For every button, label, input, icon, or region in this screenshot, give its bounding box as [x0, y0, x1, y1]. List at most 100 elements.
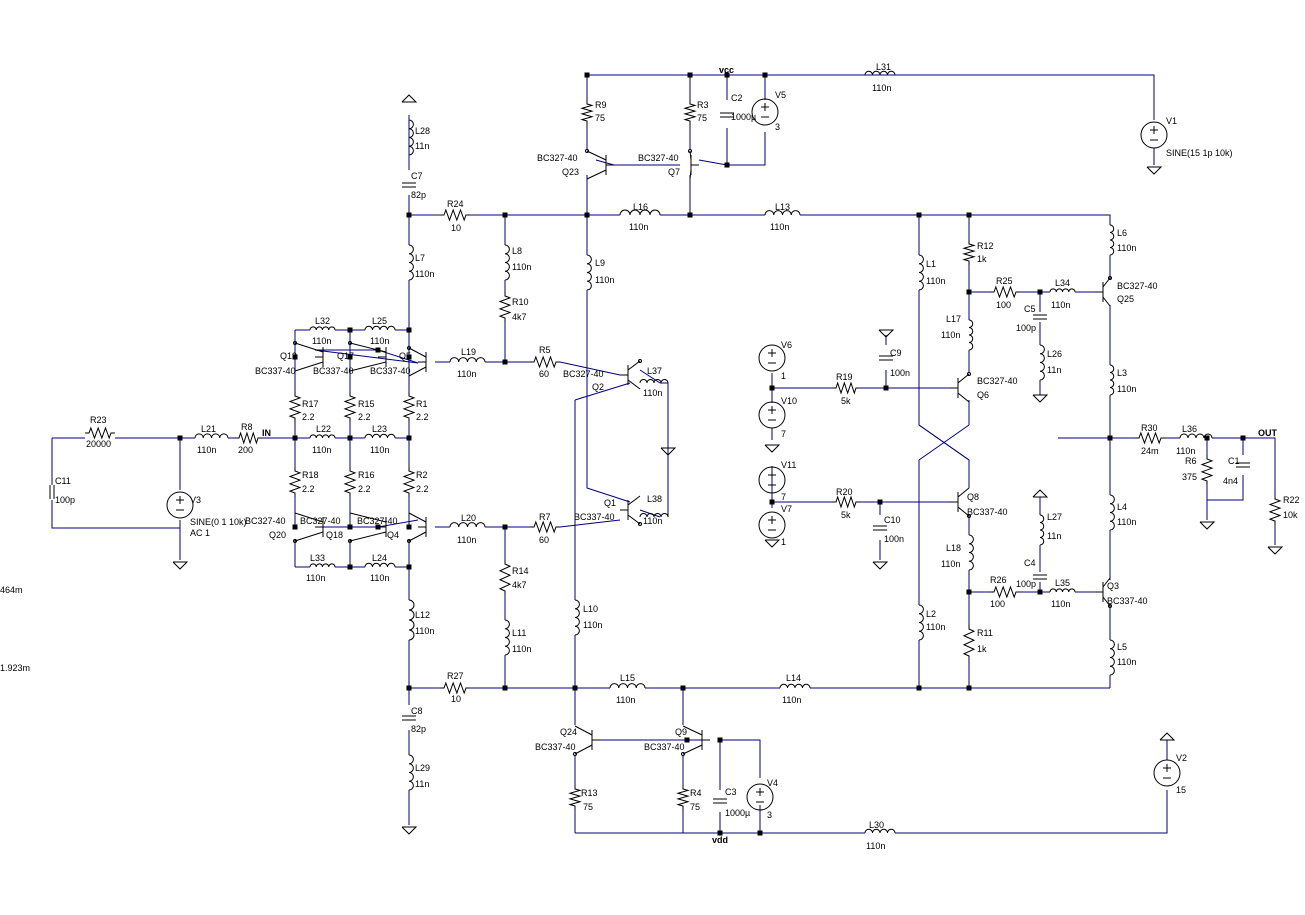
- label-L30-val: 110n: [866, 841, 885, 851]
- inductor-symbol: [1109, 364, 1115, 396]
- label-L23-ref: L23: [372, 424, 387, 434]
- label-R22-val: 10k: [1283, 510, 1298, 520]
- label-L15-val: 110n: [616, 695, 635, 705]
- label-L1-ref: L1: [926, 259, 936, 269]
- ground-symbol: [764, 539, 781, 548]
- label-vdd-net: vdd: [712, 835, 728, 845]
- label-Q23-type: BC327-40: [537, 153, 578, 163]
- label-L24-ref: L24: [372, 553, 387, 563]
- label-R10-val: 4k7: [512, 312, 527, 322]
- label-R24-ref: R24: [447, 199, 464, 209]
- label-L17-ref: L17: [946, 314, 961, 324]
- ground-symbol: [1032, 394, 1049, 403]
- inductor-symbol: [504, 619, 510, 656]
- label-L14-val: 110n: [782, 695, 801, 705]
- inductor-symbol: [1049, 288, 1076, 293]
- inductor-symbol: [918, 604, 924, 641]
- inductor-symbol: [864, 70, 896, 76]
- voltage-source-symbol: [758, 466, 786, 494]
- label-L30-ref: L30: [869, 820, 884, 830]
- wire: [1212, 437, 1276, 495]
- label-V5-ref: V5: [775, 90, 786, 100]
- label-L3-val: 110n: [1117, 384, 1136, 394]
- junction-dot: [406, 354, 412, 360]
- wire: [720, 739, 761, 778]
- label-Q3-type: BC337-40: [1107, 596, 1148, 606]
- label-L35-val: 110n: [1051, 599, 1070, 609]
- junction-dot: [347, 524, 353, 530]
- label-L26-ref: L26: [1047, 349, 1062, 359]
- rail-symbol: [401, 94, 418, 103]
- label-Q7-ref: Q7: [668, 167, 680, 177]
- resistor-symbol: [832, 381, 860, 395]
- junction-dot: [1037, 589, 1043, 595]
- resistor-symbol: [962, 240, 976, 265]
- label-L17-val: 110n: [941, 330, 960, 340]
- inductor-symbol: [918, 254, 924, 291]
- wire: [51, 500, 180, 529]
- inductor-symbol: [449, 357, 486, 363]
- junction-dot: [502, 685, 508, 691]
- label-L20-val: 110n: [457, 535, 476, 545]
- junction-dot: [584, 212, 590, 218]
- label-L31-ref: L31: [876, 62, 891, 72]
- label-Q3-ref: Q3: [1107, 581, 1119, 591]
- label-R1-val: 2.2: [416, 412, 429, 422]
- label-R22-ref: R22: [1283, 495, 1300, 505]
- label-C4-ref: C4: [1024, 558, 1036, 568]
- wire: [377, 519, 419, 528]
- label-L21-ref: L21: [201, 424, 216, 434]
- label-C7-ref: C7: [411, 171, 423, 181]
- label-Q18-ref: Q18: [326, 530, 343, 540]
- transistor-symbol: [620, 495, 642, 526]
- label-R2-ref: R2: [416, 470, 428, 480]
- label-L27-val: 11n: [1047, 531, 1061, 541]
- junction-dot: [877, 499, 883, 505]
- inductor-symbol: [639, 513, 669, 518]
- label-C5-ref: C5: [1024, 304, 1036, 314]
- label-Q17-ref: Q17: [337, 351, 354, 361]
- inductor-symbol: [968, 319, 974, 351]
- label-L6-ref: L6: [1117, 228, 1127, 238]
- resistor-symbol: [235, 431, 262, 445]
- junction-dot: [292, 435, 298, 441]
- label-R18-ref: R18: [302, 470, 319, 480]
- junction-dot: [292, 354, 298, 360]
- label-L8-val: 110n: [512, 262, 531, 272]
- label-R12-ref: R12: [977, 241, 994, 251]
- label-V5-val: 3: [775, 122, 780, 132]
- wire: [639, 369, 661, 384]
- capacitor-symbol: [873, 525, 887, 531]
- junction-dot: [916, 212, 922, 218]
- transistor-symbol: [1095, 276, 1112, 307]
- transistor-symbol: [293, 341, 324, 372]
- label-Q19-type: BC337-40: [255, 366, 296, 376]
- junction-dot: [769, 385, 775, 391]
- label-L37-val: 110n: [643, 388, 662, 398]
- junction-dot: [292, 524, 298, 530]
- label-R3-val: 75: [697, 113, 707, 123]
- label-V3-ref: V3: [190, 495, 201, 505]
- capacitor-symbol: [402, 715, 416, 721]
- junction-dot: [375, 524, 381, 530]
- label-L36-ref: L36: [1182, 424, 1197, 434]
- label-L19-ref: L19: [461, 347, 476, 357]
- label-C1-val: 4n4: [1223, 476, 1238, 486]
- label-L11-val: 110n: [512, 644, 531, 654]
- label-R10-ref: R10: [512, 297, 529, 307]
- label-L14-ref: L14: [786, 673, 801, 683]
- label-V10-val: 7: [781, 429, 786, 439]
- inductor-symbol: [309, 326, 336, 331]
- junction-dot: [680, 685, 686, 691]
- junction-dot: [406, 685, 412, 691]
- label-L18-val: 110n: [941, 559, 960, 569]
- label-L26-val: 11n: [1047, 365, 1061, 375]
- voltage-source-symbol: [166, 491, 194, 519]
- label-C5-val: 100p: [1016, 323, 1036, 333]
- label-Q2-type: BC327-40: [563, 369, 604, 379]
- wire: [918, 290, 970, 488]
- junction-dot: [406, 435, 412, 441]
- label-L34-ref: L34: [1055, 278, 1070, 288]
- wire: [314, 349, 419, 364]
- label-L7-val: 110n: [415, 269, 434, 279]
